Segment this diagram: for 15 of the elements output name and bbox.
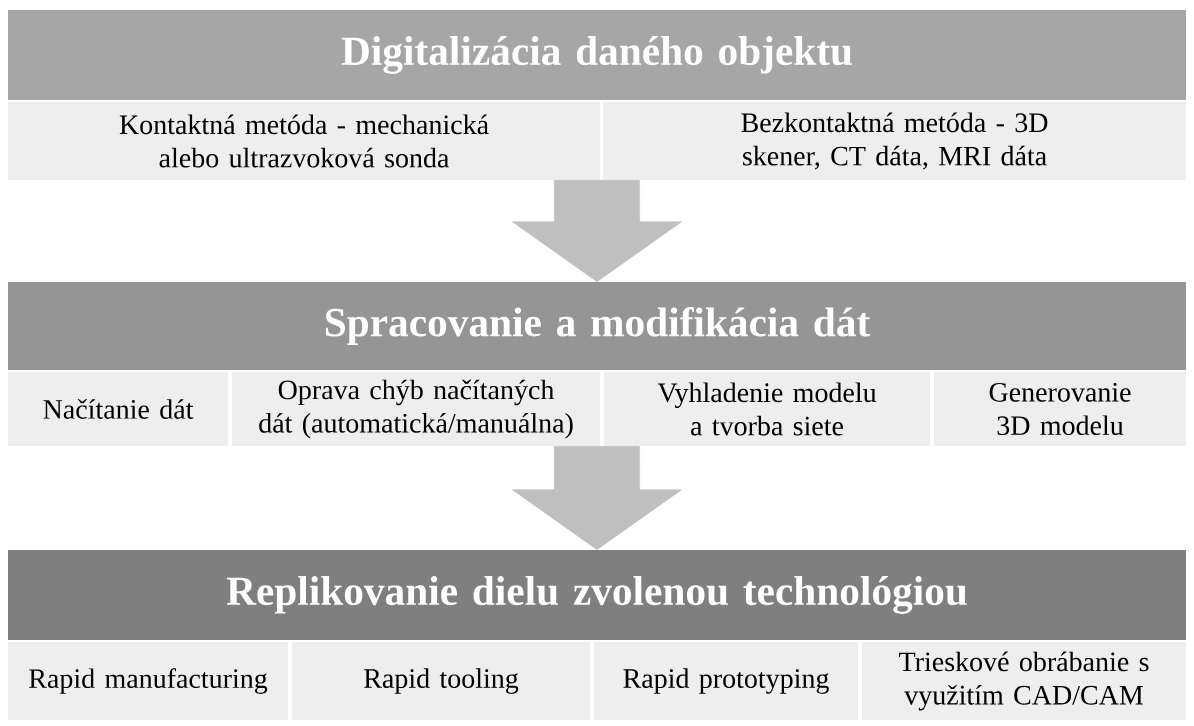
stage-header: Spracovanie a modifikácia dát (8, 282, 1186, 370)
stage-header: Replikovanie dielu zvolenou technológiou (8, 550, 1186, 640)
step-cell: Rapid prototyping (594, 642, 858, 720)
step-cell: Vyhladenie modelu a tvorba siete (604, 372, 930, 446)
step-cell: Rapid manufacturing (8, 642, 288, 720)
step-cell: Trieskové obrábanie s využitím CAD/CAM (862, 642, 1186, 720)
arrow (512, 446, 682, 550)
step-cell: Oprava chýb načítaných dát (automatická/manuálna) (232, 372, 600, 446)
stage-header: Digitalizácia daného objektu (8, 10, 1186, 100)
step-cell: Rapid tooling (292, 642, 590, 720)
step-cell: Načítanie dát (8, 372, 228, 446)
step-cell: Generovanie 3D modelu (934, 372, 1186, 446)
step-cell: Kontaktná metóda - mechanická alebo ultrazvoková sonda (8, 102, 600, 180)
arrow (512, 180, 682, 282)
step-cell: Bezkontaktná metóda - 3D skener, CT dáta, MRI dáta (603, 102, 1186, 180)
